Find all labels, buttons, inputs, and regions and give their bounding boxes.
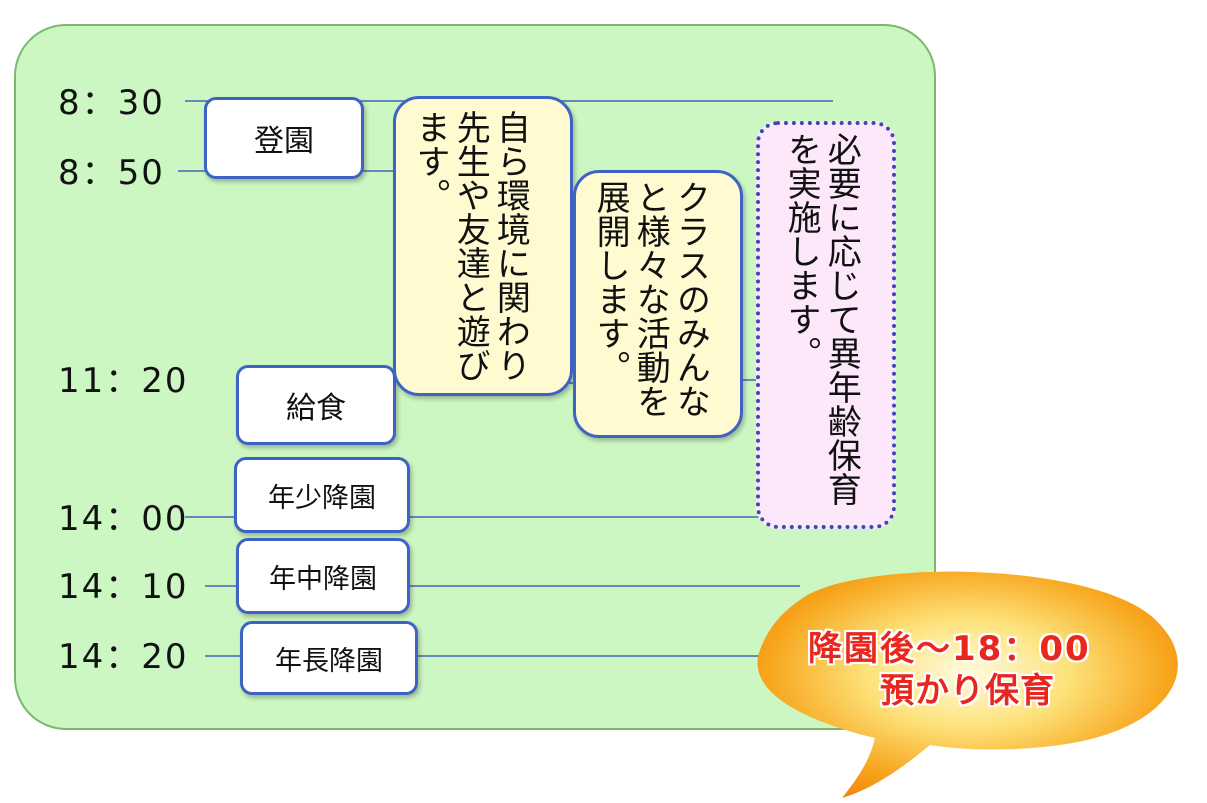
arrival-box: 登園	[204, 97, 364, 179]
lunch-label: 給食	[286, 391, 346, 426]
class-activity-text: クラスのみんな と様々な活動を 展開します。	[590, 180, 711, 418]
time-850: 8：50	[58, 153, 165, 193]
middle-dismissal-label: 年中降園	[269, 563, 377, 595]
bubble-shape	[757, 571, 1178, 798]
lunch-box: 給食	[236, 365, 396, 445]
junior-dismissal-label: 年少降園	[268, 482, 376, 514]
mixed-age-box	[756, 121, 896, 529]
mixed-age-text: 必要に応じて異年齢保育 を実施します。	[781, 132, 862, 506]
senior-dismissal-label: 年長降園	[275, 645, 383, 677]
extended-care-line1: 降園後～18：00	[808, 629, 1091, 669]
senior-dismissal-box: 年長降園	[240, 621, 418, 695]
time-1400: 14：00	[58, 499, 189, 539]
time-830: 8：30	[58, 83, 165, 123]
free-play-text: 自ら環境に関わり 先生や友達と遊び ます。	[410, 110, 531, 382]
junior-dismissal-box: 年少降園	[234, 457, 410, 533]
middle-dismissal-box: 年中降園	[236, 538, 410, 614]
class-activity-box	[573, 170, 743, 438]
time-1120: 11：20	[58, 361, 189, 401]
free-play-box	[393, 96, 573, 396]
arrival-label: 登園	[254, 124, 314, 159]
time-1420: 14：20	[58, 637, 189, 677]
extended-care-line2: 預かり保育	[880, 671, 1055, 711]
time-1410: 14：10	[58, 567, 189, 607]
